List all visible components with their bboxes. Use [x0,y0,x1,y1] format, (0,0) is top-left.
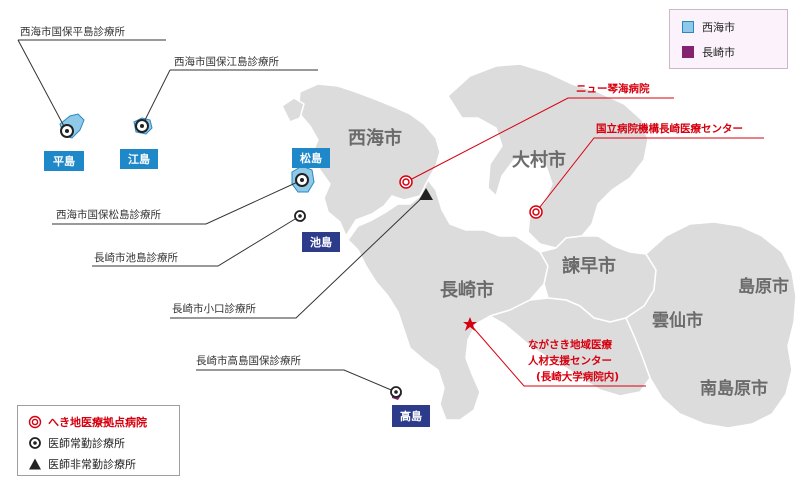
label-medical-center: 国立病院機構長崎医療センター [596,122,743,135]
city-legend-label-saikai: 西海市 [702,21,735,34]
region-label-minamishimabara: 南島原市 [700,378,768,399]
swatch-nagasaki [682,46,694,58]
region-label-saikai: 西海市 [348,127,402,149]
marker-enoshima-clinic [135,119,149,133]
leader-matsushima [52,179,303,225]
label-koguchi-clinic: 長崎市小口診療所 [172,302,256,315]
land-islet-west [281,97,305,123]
leader-support-center [469,323,646,387]
marker-support-center [463,317,477,331]
island-label-box-hirashima [44,151,84,171]
island-labels: 平島 江島 松島 池島 高島 [44,148,430,427]
island-label-takashima: 高島 [400,409,422,423]
island-label-box-takashima [392,405,430,427]
symbol-legend-part-time: 医師非常勤診療所 [28,456,136,472]
island-label-enoshima: 江島 [128,152,150,166]
label-enoshima-clinic: 西海市国保江島診療所 [174,55,279,68]
island-label-hirashima: 平島 [53,154,75,168]
symbol-legend-label-part-time: 医師非常勤診療所 [48,458,136,471]
leader-takashima [196,369,397,393]
land-mass [281,63,797,429]
label-ikeshima-clinic: 長崎市池島診療所 [94,251,178,264]
label-takashima-clinic: 長崎市高島国保診療所 [196,354,301,367]
double-circle-icon [28,415,42,429]
leader-newkoto [405,97,674,183]
symbol-legend-clinic: 医師常勤診療所 [28,435,125,451]
city-legend: 西海市 長崎市 [669,9,788,69]
leader-enoshima-diag [141,69,171,127]
region-label-omura: 大村市 [512,149,566,171]
marker-matsushima-clinic [295,173,309,187]
leader-hirashima-diag [17,39,67,131]
dot-circle-icon [29,437,41,449]
leader-koguchi [170,193,427,319]
symbol-legend-base-hospital: へき地医療拠点病院 [28,414,147,430]
facility-labels: 西海市国保平島診療所 西海市国保江島診療所 西海市国保松島診療所 長崎市池島診療… [20,25,743,383]
land-nagasaki-south [489,297,651,397]
marker-koguchi-clinic [419,188,433,200]
marker-ikeshima-clinic [294,210,306,222]
leader-lines [17,39,764,393]
symbol-legend: へき地医療拠点病院 医師常勤診療所 医師非常勤診療所 [17,405,180,476]
region-label-unzen: 雲仙市 [652,310,703,331]
island-label-matsushima: 松島 [300,151,322,165]
triangle-icon [29,458,41,470]
facility-markers [60,119,543,398]
label-hirashima-clinic: 西海市国保平島診療所 [20,25,125,38]
city-legend-saikai: 西海市 [682,19,735,35]
region-label-nagasaki: 長崎市 [440,279,494,301]
leader-medical-center [535,137,764,213]
island-label-ikeshima: 池島 [310,235,332,249]
marker-newkoto-hospital [399,175,413,189]
city-legend-label-nagasaki: 長崎市 [702,46,735,59]
label-matsushima-clinic: 西海市国保松島診療所 [56,208,161,221]
label-support-center-line1: ながさき地域医療 [528,338,612,351]
region-label-isahaya: 諫早市 [562,255,616,277]
city-legend-nagasaki: 長崎市 [682,44,735,60]
label-support-center-line3: (長崎大学病院内) [536,370,619,383]
leader-ikeshima [92,215,301,267]
label-support-center-line2: 人材支援センター [528,354,612,367]
marker-takashima-clinic [390,386,402,398]
label-newkoto-hospital: ニュー琴海病院 [576,82,650,95]
island-label-box-matsushima [292,148,330,168]
marker-hirashima-clinic [60,124,74,138]
symbol-legend-label-base: へき地医療拠点病院 [48,416,147,429]
symbol-legend-label-clinic: 医師常勤診療所 [48,437,125,450]
island-label-box-enoshima [120,149,158,169]
swatch-saikai [682,21,694,33]
land-nagasaki [347,179,549,421]
marker-medical-center [529,205,543,219]
island-label-box-ikeshima [302,232,340,252]
region-label-shimabara: 島原市 [738,276,789,297]
region-labels: 西海市 大村市 諫早市 長崎市 島原市 雲仙市 南島原市 [348,127,789,399]
